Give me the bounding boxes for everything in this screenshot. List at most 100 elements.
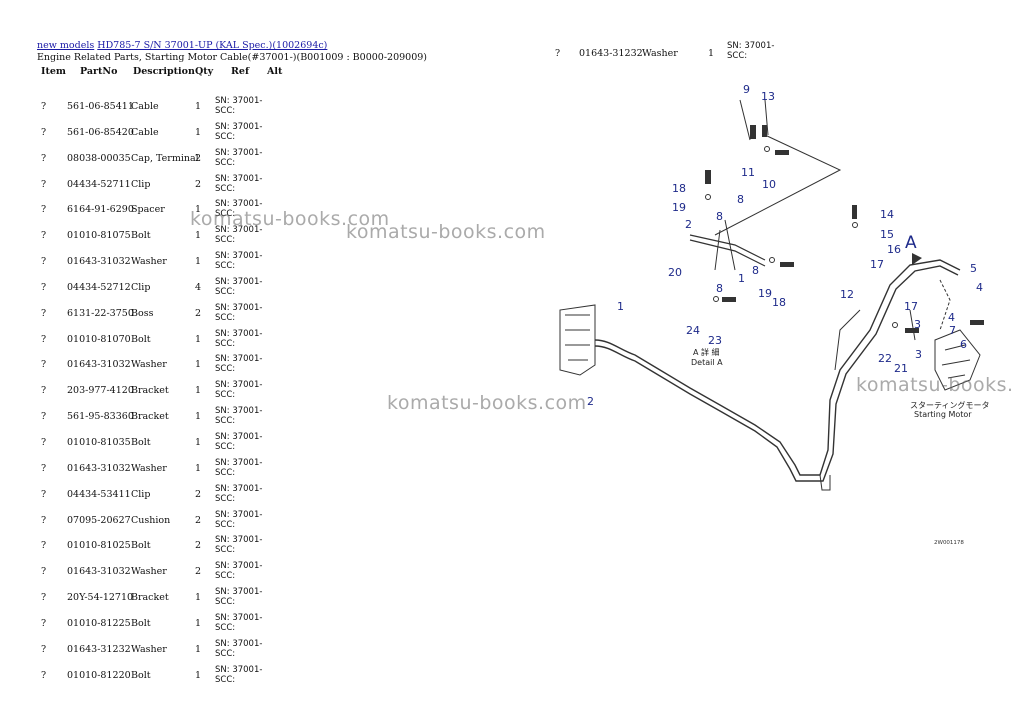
cell-desc: Bracket [131,592,169,604]
callout-17b: 17 [904,300,918,313]
cell-desc: Washer [131,462,167,474]
callout-14: 14 [880,208,894,221]
cell-part: 01643-31032 [67,566,131,578]
cell-ref: SN: 37001- SCC: [215,276,263,297]
cell-qty: 1 [195,436,202,448]
callout-12: 12 [840,288,854,301]
starting-motor-outline [934,329,981,391]
callout-18a: 18 [672,182,686,195]
callout-15: 15 [880,228,894,241]
cell-qty: 2 [195,540,202,552]
motor-label-en: Starting Motor [914,410,972,419]
cell-ref: SN: 37001- SCC: [215,147,263,168]
cell-item: ? [41,230,47,242]
cell-part: 08038-00035 [67,152,131,164]
callout-13: 13 [761,90,775,103]
diagram-svg: 1 2 9 13 11 10 18 19 2 8 8 20 1 8 8 19 1… [559,83,990,546]
cell-part: 01010-81035 [67,436,131,448]
cell-qty: 1 [195,385,202,397]
cell-ref: SN: 37001- SCC: [215,354,263,375]
continued-ref: SN: 37001- SCC: [727,41,775,61]
cell-item: ? [41,359,47,371]
cell-ref: SN: 37001- SCC: [215,638,263,659]
cell-qty: 2 [195,488,202,500]
cell-ref: SN: 37001- SCC: [215,587,263,608]
bolt-21 [905,328,919,333]
cell-qty: 2 [195,307,202,319]
cell-desc: Washer [131,643,167,655]
arrow-a [912,253,922,265]
col-ref: Ref [231,66,250,77]
cell-desc: Washer [131,359,167,371]
breadcrumb: new models HD785-7 S/N 37001-UP (KAL Spe… [37,40,327,51]
cell-item: ? [41,307,47,319]
cell-desc: Bracket [131,385,169,397]
cell-qty: 2 [195,178,202,190]
cell-desc: Cable [131,101,159,112]
cell-qty: 1 [195,256,202,268]
continued-qty: 1 [708,48,715,59]
col-desc: Description [133,66,195,77]
callout-19a: 19 [672,201,686,214]
cell-item: ? [41,152,47,164]
motor-label-jp: スターティングモータ [910,400,990,410]
cell-ref: SN: 37001- SCC: [215,612,263,633]
cell-qty: 1 [195,617,202,629]
cell-part: 04434-52712 [67,281,131,293]
continued-item: ? [555,48,561,59]
callout-7: 7 [949,324,956,337]
cell-ref: SN: 37001- SCC: [215,225,263,246]
cell-item: ? [41,566,47,578]
cell-desc: Washer [131,566,167,578]
bolt-18-lower [780,262,794,267]
callout-4b: 4 [948,311,955,324]
cell-part: 01643-31032 [67,462,131,474]
cell-qty: 1 [195,204,202,216]
cell-ref: SN: 37001- SCC: [215,509,263,530]
callout-22: 22 [878,352,892,365]
callout-20: 20 [668,266,682,279]
callout-6: 6 [960,338,967,351]
watermark-2: komatsu-books.com [346,221,546,243]
cell-desc: Bracket [131,411,169,423]
cell-item: ? [41,540,47,552]
bolt-10 [775,150,789,155]
callout-8d: 8 [716,282,723,295]
cell-desc: Bolt [131,333,151,345]
breadcrumb-link-new-models[interactable]: new models [37,40,95,51]
callout-23: 23 [708,334,722,347]
callout-18b: 18 [772,296,786,309]
cell-part: 01010-81075 [67,230,131,242]
cell-desc: Washer [131,256,167,268]
bolt-18 [705,170,711,184]
cell-ref: SN: 37001- SCC: [215,380,263,401]
cell-part: 01010-81225 [67,617,131,629]
cell-qty: 2 [195,152,202,164]
cell-desc: Cable [131,126,159,138]
page-title: Engine Related Parts, Starting Motor Cab… [37,52,428,63]
col-qty: Qty [195,66,214,77]
cell-item: ? [41,385,47,397]
cell-ref: SN: 37001- SCC: [215,431,263,452]
cell-ref: SN: 37001- SCC: [215,457,263,478]
cell-part: 01643-31032 [67,359,131,371]
cell-ref: SN: 37001- SCC: [215,302,263,323]
cell-item: ? [41,669,47,681]
watermark-1: komatsu-books.com [190,208,390,230]
cell-part: 07095-20627 [67,514,131,526]
cell-ref: SN: 37001- SCC: [215,664,263,685]
breadcrumb-link-model[interactable]: HD785-7 S/N 37001-UP (KAL Spec.)(1002694… [97,40,328,51]
watermark-3: komatsu-books.com [387,392,587,414]
callout-9: 9 [743,83,750,96]
cell-item: ? [41,514,47,526]
cell-item: ? [41,256,47,268]
cell-qty: 1 [195,462,202,474]
cell-part: 01643-31032 [67,256,131,268]
